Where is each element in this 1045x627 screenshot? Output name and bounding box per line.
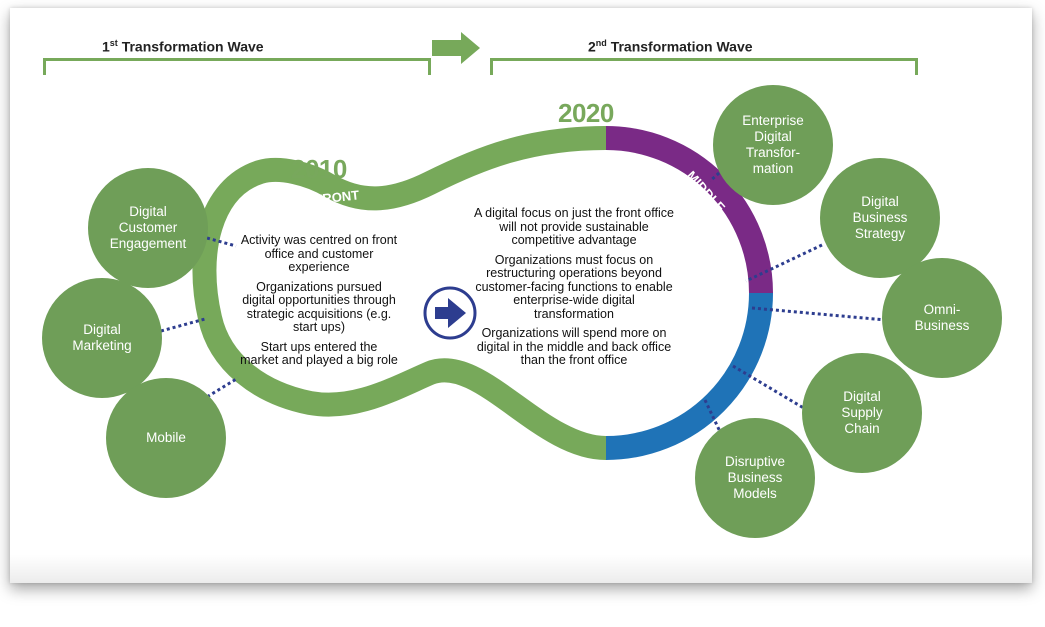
first-wave-point: Activity was centred on front office and… <box>240 233 398 274</box>
circle-digital-customer-engagement: Digital Customer Engagement <box>88 168 208 288</box>
bottom-band <box>10 555 1032 583</box>
middle-arc <box>605 126 773 294</box>
circle-digital-business-strategy: Digital Business Strategy <box>820 158 940 278</box>
second-wave-title: 2nd Transformation Wave <box>588 38 753 55</box>
second-wave-point: A digital focus on just the front office… <box>474 206 674 247</box>
first-wave-title: 1st Transformation Wave <box>102 38 264 55</box>
second-wave-point: Organizations will spend more on digital… <box>476 326 672 367</box>
circled-right-arrow-icon <box>423 286 477 340</box>
first-wave-point: Start ups entered the market and played … <box>240 339 398 367</box>
right-arrow-icon <box>432 32 480 64</box>
year-2020: 2020 <box>558 98 614 128</box>
second-wave-description: A digital focus on just the front office… <box>474 206 674 374</box>
circle-mobile: Mobile <box>106 378 226 498</box>
circle-enterprise-digital-transformation: Enterprise Digital Transfor- mation <box>713 85 833 205</box>
front-label: FRONT <box>314 187 360 207</box>
year-2010: 2010 <box>291 154 347 184</box>
circle-digital-supply-chain: Digital Supply Chain <box>802 353 922 473</box>
loop-track <box>192 126 607 460</box>
first-wave-description: Activity was centred on front office and… <box>240 233 398 374</box>
second-wave-point: Organizations must focus on restructurin… <box>475 252 673 321</box>
back-arc <box>605 292 773 460</box>
first-wave-bracket <box>43 58 431 75</box>
second-wave-bracket <box>490 58 918 75</box>
first-wave-point: Organizations pursued digital opportunit… <box>242 279 396 334</box>
circle-omni-business: Omni- Business <box>882 258 1002 378</box>
diagram-card: 1st Transformation Wave 2nd Transformati… <box>10 8 1032 583</box>
circle-digital-marketing: Digital Marketing <box>42 278 162 398</box>
circle-disruptive-business-models: Disruptive Business Models <box>695 418 815 538</box>
transformation-loop: FRONT MIDDLE BACK <box>160 32 887 460</box>
